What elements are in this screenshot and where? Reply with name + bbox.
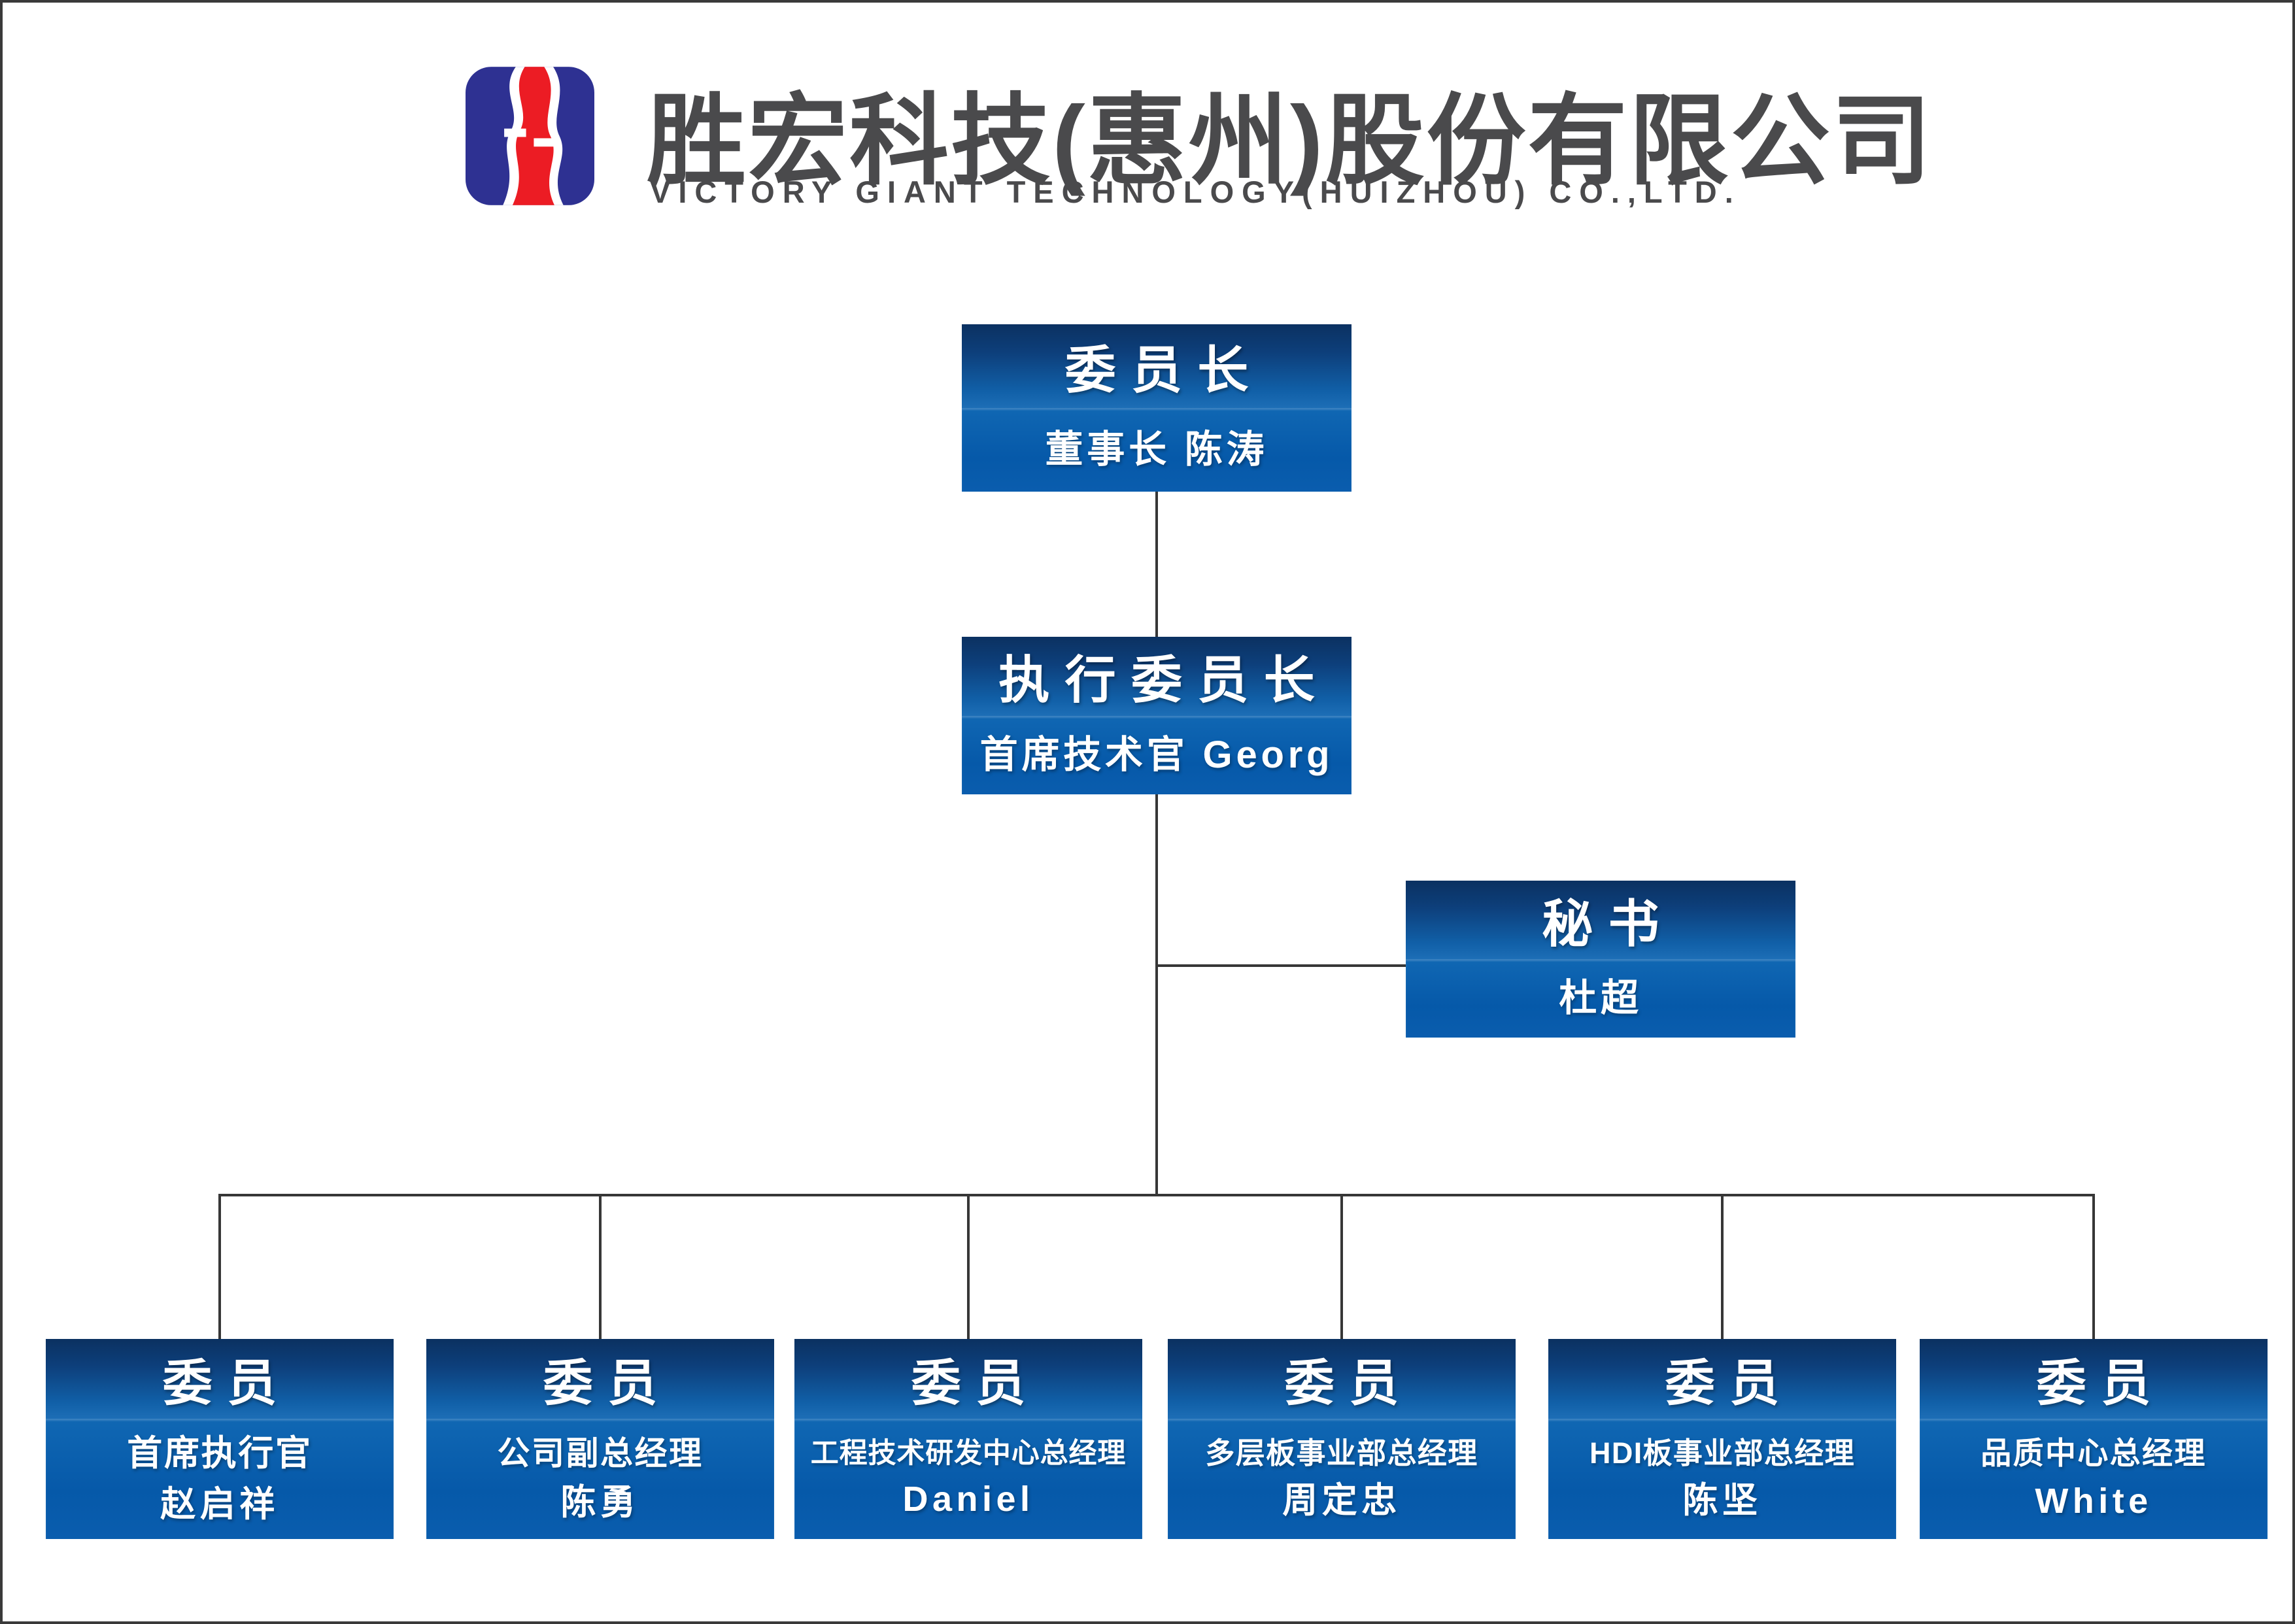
- secretary-person-band: 杜超: [1406, 959, 1795, 1038]
- org-node-member-multilayer-gm: 委员 多层板事业部总经理 周定忠: [1168, 1339, 1516, 1539]
- connector-drop-3: [967, 1194, 970, 1339]
- connector-drop-6: [2092, 1194, 2095, 1339]
- member-role: 品质中心总经理: [1980, 1435, 2207, 1470]
- member-title: 委员: [911, 1356, 1041, 1412]
- secretary-title-band: 秘书: [1406, 881, 1795, 959]
- member-role: HDI板事业部总经理: [1590, 1436, 1855, 1470]
- member-title: 委员: [543, 1356, 673, 1412]
- member-role: 工程技术研发中心总经理: [810, 1437, 1127, 1469]
- chairman-person: 董事长 陈涛: [1045, 428, 1268, 471]
- org-node-member-ceo: 委员 首席执行官 赵启祥: [46, 1339, 394, 1539]
- connector-chairman-exec: [1155, 492, 1158, 637]
- member-name: Daniel: [902, 1480, 1034, 1519]
- connector-trunk: [1155, 794, 1158, 1196]
- company-name-zh: 胜宏科技(惠州)股份有限公司: [647, 86, 1933, 197]
- connector-drop-4: [1340, 1194, 1343, 1339]
- member-name: 赵启祥: [160, 1485, 279, 1525]
- member-role: 多层板事业部总经理: [1205, 1436, 1478, 1470]
- chairman-title-band: 委员长: [962, 324, 1352, 408]
- member-title: 委员: [2036, 1356, 2166, 1412]
- company-name-en: VICTORY GIANT TECHNOLOGY(HUIZHOU) CO.,LT…: [650, 175, 1741, 209]
- chairman-person-band: 董事长 陈涛: [962, 408, 1352, 492]
- member-title: 委员: [1665, 1356, 1795, 1412]
- connector-members-rail: [220, 1194, 2095, 1196]
- chairman-title: 委员长: [1064, 341, 1264, 399]
- org-node-member-hdi-gm: 委员 HDI板事业部总经理 陈坚: [1548, 1339, 1896, 1539]
- org-node-member-rd-center-gm: 委员 工程技术研发中心总经理 Daniel: [794, 1339, 1142, 1539]
- org-node-chairman: 委员长 董事长 陈涛: [962, 324, 1352, 492]
- member-name: 陈勇: [560, 1483, 640, 1523]
- connector-drop-2: [599, 1194, 602, 1339]
- member-role: 首席执行官: [127, 1433, 313, 1473]
- org-node-member-quality-gm: 委员 品质中心总经理 White: [1920, 1339, 2268, 1539]
- executive-chairman-person: 首席技术官 Georg: [979, 733, 1334, 776]
- secretary-person: 杜超: [1559, 976, 1642, 1019]
- connector-drop-1: [218, 1194, 221, 1339]
- secretary-title: 秘书: [1542, 895, 1675, 953]
- executive-chairman-person-band: 首席技术官 Georg: [962, 715, 1352, 794]
- member-name: 陈坚: [1682, 1480, 1762, 1520]
- member-name: White: [2035, 1481, 2152, 1521]
- member-title: 委员: [162, 1356, 292, 1412]
- executive-chairman-title-band: 执行委员长: [962, 637, 1352, 716]
- member-title: 委员: [1284, 1356, 1414, 1412]
- org-node-member-deputy-gm: 委员 公司副总经理 陈勇: [426, 1339, 774, 1539]
- connector-drop-5: [1721, 1194, 1724, 1339]
- member-role: 公司副总经理: [497, 1434, 704, 1472]
- connector-secretary-branch: [1157, 964, 1406, 967]
- executive-chairman-title: 执行委员长: [998, 651, 1331, 709]
- member-name: 周定忠: [1282, 1480, 1401, 1520]
- org-node-executive-chairman: 执行委员长 首席技术官 Georg: [962, 637, 1352, 794]
- org-node-secretary: 秘书 杜超: [1406, 881, 1795, 1038]
- company-logo-icon: [466, 67, 594, 205]
